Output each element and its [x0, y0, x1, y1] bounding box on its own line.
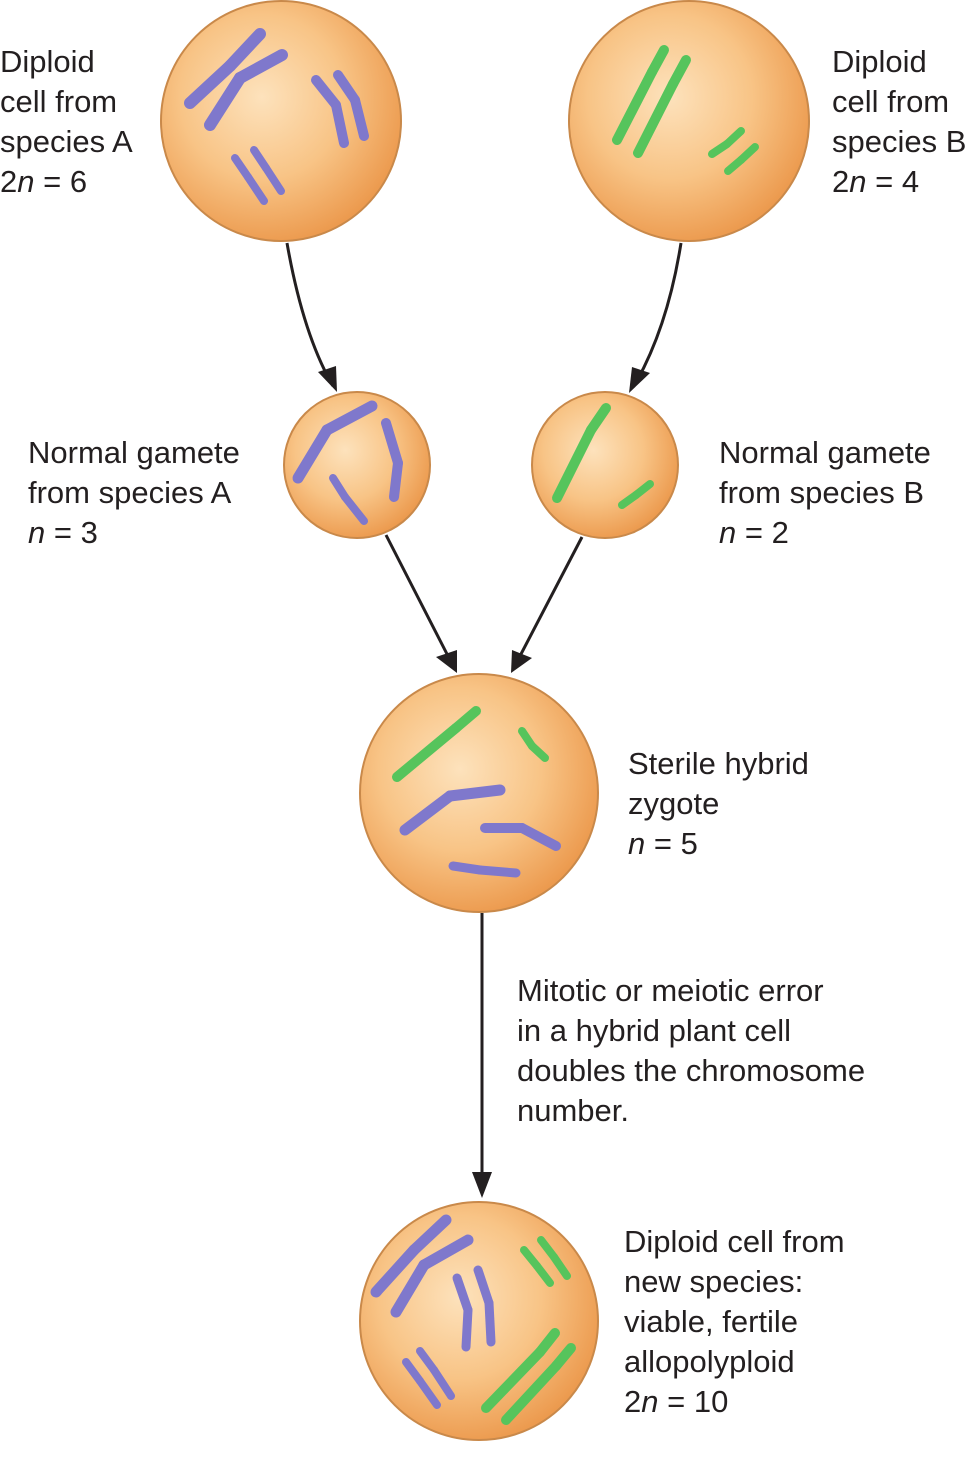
chromosomes-hybrid [392, 706, 561, 878]
label-line: viable, fertile [624, 1304, 799, 1339]
label-line: doubles the chromosome [517, 1053, 866, 1088]
arrowhead-new-species [472, 1172, 492, 1198]
label-species-a: Diploid cell from species A 2n = 6 [0, 42, 133, 202]
label-line: Normal gamete [28, 435, 240, 470]
arrowhead-b [629, 367, 650, 393]
label-new-species: Diploid cell from new species: viable, f… [624, 1222, 845, 1422]
arrow-a-to-gamete [285, 242, 335, 387]
label-line: from species A [28, 475, 232, 510]
label-line: species A [0, 124, 133, 159]
arrowhead-gamete-b [511, 650, 532, 673]
label-line: number. [517, 1093, 630, 1128]
label-hybrid-zygote: Sterile hybrid zygote n = 5 [628, 744, 809, 864]
arrow-b-to-gamete [632, 242, 683, 387]
chromosome-count: 2n = 10 [624, 1384, 729, 1419]
chromosomes-new-species [370, 1214, 576, 1425]
label-line: in a hybrid plant cell [517, 1013, 791, 1048]
label-line: Mitotic or meiotic error [517, 973, 824, 1008]
cell-new-species [359, 1201, 599, 1441]
label-line: from species B [719, 475, 925, 510]
label-line: new species: [624, 1264, 804, 1299]
chromosomes-species-a [184, 28, 369, 205]
cell-species-b [568, 0, 810, 242]
label-line: zygote [628, 786, 720, 821]
arrowhead-a [318, 366, 337, 392]
label-line: cell from [832, 84, 950, 119]
chromosomes-gamete-b [552, 403, 654, 509]
label-line: Normal gamete [719, 435, 931, 470]
label-line: Diploid [832, 44, 927, 79]
chromosome-count: n = 3 [28, 515, 98, 550]
label-line: cell from [0, 84, 118, 119]
arrow-gamete-b-to-hybrid [518, 536, 584, 657]
chromosome-count: n = 2 [719, 515, 789, 550]
arrowhead-gamete-a [436, 650, 457, 673]
label-line: Sterile hybrid [628, 746, 809, 781]
label-species-b: Diploid cell from species B 2n = 4 [832, 42, 966, 202]
chromosome-count: 2n = 4 [832, 164, 920, 199]
label-line: Diploid [0, 44, 95, 79]
arrows [285, 242, 683, 1198]
cell-gamete-b [531, 391, 679, 539]
cell-hybrid-zygote [359, 673, 599, 913]
label-gamete-a: Normal gamete from species A n = 3 [28, 433, 240, 553]
label-gamete-b: Normal gamete from species B n = 2 [719, 433, 931, 553]
cell-gamete-a [283, 391, 431, 539]
chromosomes-species-b [612, 45, 759, 175]
chromosomes-gamete-a [292, 400, 403, 525]
label-line: Diploid cell from [624, 1224, 845, 1259]
label-line: allopolyploid [624, 1344, 795, 1379]
cell-species-a [160, 0, 402, 242]
arrow-gamete-a-to-hybrid [384, 534, 450, 657]
chromosome-count: 2n = 6 [0, 164, 88, 199]
chromosome-count: n = 5 [628, 826, 698, 861]
label-process-note: Mitotic or meiotic error in a hybrid pla… [517, 971, 865, 1131]
label-line: species B [832, 124, 966, 159]
